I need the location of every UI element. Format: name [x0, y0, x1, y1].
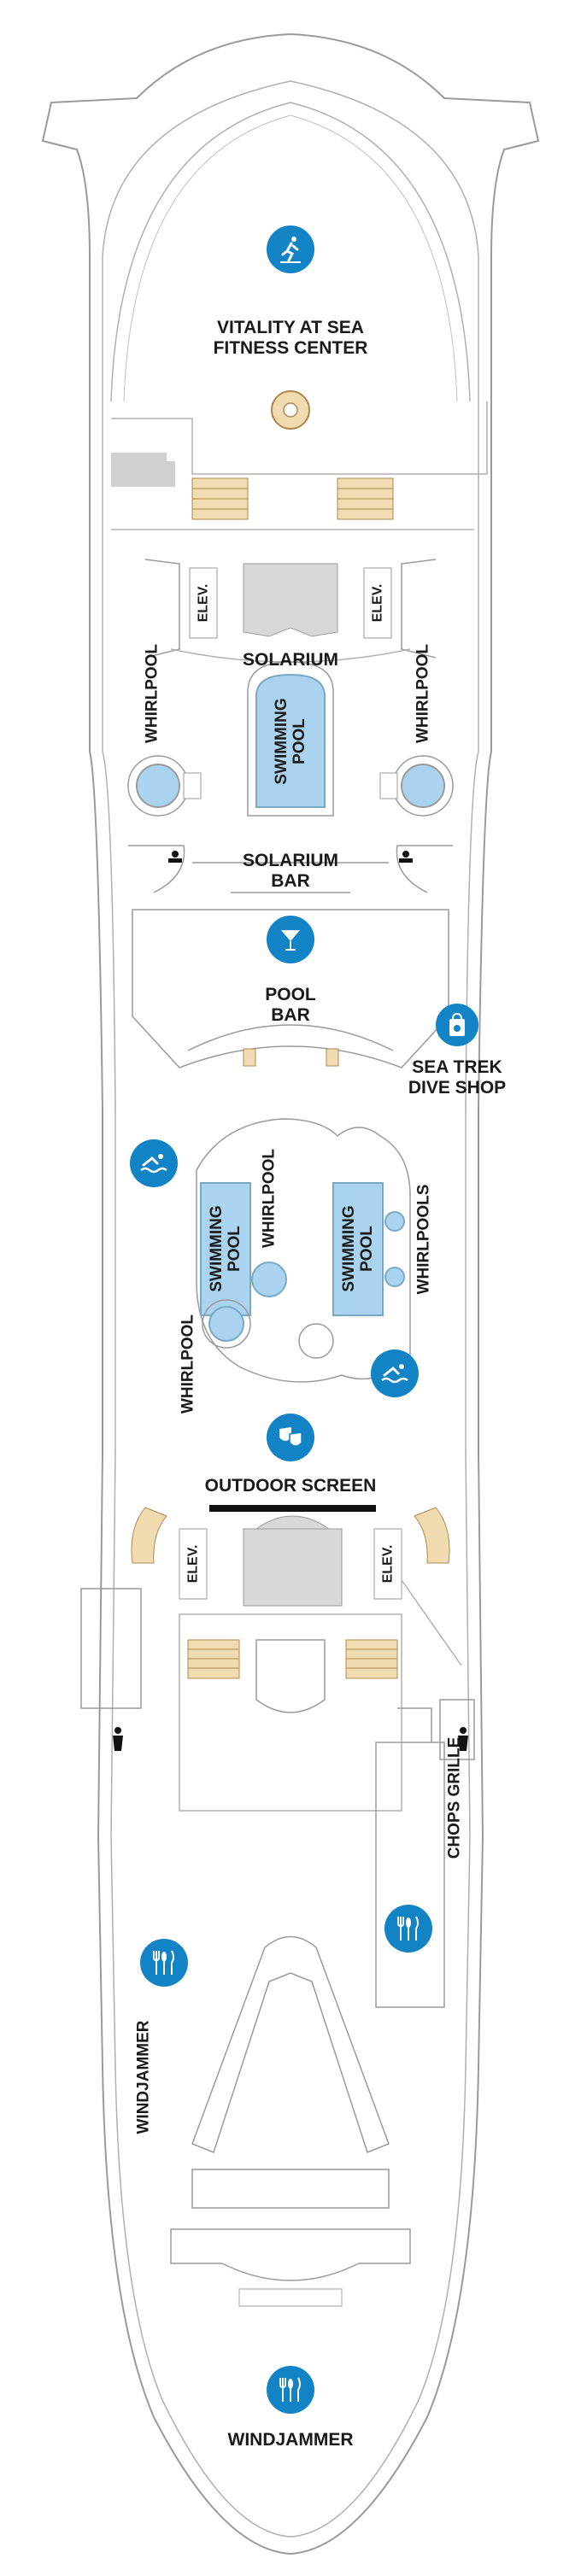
whirlpool-right-label: WHIRLPOOL [414, 643, 432, 744]
stairs-mid-left [187, 1639, 240, 1679]
elevator-box-2 [363, 567, 392, 639]
fitness-center-line1: VITALITY AT SEA [217, 318, 364, 337]
whirlpools-right-1 [384, 1211, 405, 1232]
elevator-core-forward [243, 1515, 343, 1607]
whirlpool-right [401, 764, 445, 808]
elev-label-3: ELEV. [185, 1544, 201, 1584]
solarium-pool-line1: SWIMMING [273, 698, 290, 785]
windjammer-bottom-label: WINDJAMMER [227, 2430, 354, 2450]
sea-trek-label: SEA TREK DIVE SHOP [380, 1057, 534, 1098]
restroom-symbol-solarium-right [399, 851, 413, 863]
deck-circle [298, 1323, 334, 1359]
restroom-symbol-solarium-left [168, 851, 182, 863]
whirlpool-steps-left [183, 772, 202, 799]
pool-bar-line1: POOL [265, 985, 316, 1004]
sea-trek-line2: DIVE SHOP [408, 1078, 507, 1098]
main-pool-right-line1: SWIMMING [340, 1205, 358, 1292]
dining-icon [140, 1939, 188, 1987]
windjammer-counter [170, 2228, 411, 2281]
solarium-pool-edge [247, 661, 334, 817]
main-pool-right-line2: POOL [358, 1226, 376, 1272]
fitness-floor [111, 401, 488, 475]
whirlpool-lower-left [208, 1306, 244, 1342]
spiral-staircase-core [283, 402, 298, 418]
elev-label-1: ELEV. [196, 583, 211, 623]
main-pool-left-line1: SWIMMING [208, 1205, 226, 1292]
whirlpool-center-label: WHIRLPOOL [260, 1148, 279, 1249]
pool-bar-stairs-left [243, 1048, 256, 1067]
cocktail-icon [267, 916, 314, 963]
solarium-bar-label: SOLARIUM BAR [205, 851, 376, 892]
fitness-center-line2: FITNESS CENTER [213, 338, 368, 358]
outdoor-screen-bar [209, 1505, 376, 1512]
restroom-symbol-forward-right [458, 1727, 468, 1751]
elevator-box-3 [179, 1528, 208, 1600]
windjammer-tables [191, 1935, 390, 2153]
main-pool-left-label: SWIMMING POOL [208, 1205, 244, 1291]
central-rotunda [255, 1639, 326, 1713]
windjammer-buffet [191, 2169, 390, 2209]
dive-shop-icon [436, 1004, 478, 1046]
pool-bar-counter [187, 1024, 394, 1051]
elevator-box-1 [189, 567, 218, 639]
whirlpool-left-label: WHIRLPOOL [143, 643, 161, 744]
aft-room-outline [179, 1613, 402, 1812]
main-pool-left-line2: POOL [226, 1226, 244, 1272]
outdoor-screen-label: OUTDOOR SCREEN [204, 1476, 377, 1496]
solarium-bar-line1: SOLARIUM [243, 851, 338, 870]
whirlpools-right-label: WHIRLPOOLS [414, 1184, 433, 1295]
restroom-symbol-forward-left [113, 1727, 123, 1751]
elev-label-4: ELEV. [380, 1544, 396, 1584]
windjammer-lower [238, 2288, 343, 2307]
fitness-dome-arc [110, 102, 471, 402]
fitness-center-label: VITALITY AT SEA FITNESS CENTER [162, 318, 419, 359]
whirlpool-center [251, 1262, 287, 1297]
elevator-core [243, 563, 338, 637]
pool-bar-stairs-right [326, 1048, 339, 1067]
stair-curve-right [414, 1507, 450, 1564]
stair-curve-left [131, 1507, 167, 1564]
stairs-mid-right [345, 1639, 398, 1679]
whirlpool-left [136, 764, 180, 808]
solarium-label: SOLARIUM [243, 650, 338, 670]
pool-bar-room [132, 909, 449, 1068]
elevator-box-4 [373, 1528, 402, 1600]
swimming-pool-right [332, 1182, 384, 1316]
main-pool-right-label: SWIMMING POOL [340, 1205, 376, 1291]
stairs-right [337, 477, 394, 520]
elev-label-2: ELEV. [370, 583, 385, 623]
main-pool-deck [196, 1118, 411, 1383]
whirlpool-steps-right [379, 772, 398, 799]
pool-bar-line2: BAR [271, 1005, 310, 1025]
dining-icon [267, 2366, 314, 2414]
sea-trek-line1: SEA TREK [412, 1057, 502, 1077]
solarium-pool [255, 673, 326, 808]
whirlpools-right-2 [384, 1267, 405, 1287]
swimming-pool-left [200, 1182, 251, 1316]
windjammer-side-label: WINDJAMMER [134, 2020, 153, 2134]
hull-inner-line [102, 80, 479, 2538]
solarium-bar-line2: BAR [271, 871, 310, 891]
side-room-right [439, 1699, 475, 1760]
equipment-block-2 [150, 461, 175, 487]
dining-icon [384, 1905, 432, 1952]
pool-bar-label: POOL BAR [205, 985, 376, 1026]
fitness-dome-arc-inner [123, 114, 458, 402]
chops-grille-room [375, 1707, 445, 2008]
solarium-pool-line2: POOL [290, 718, 308, 764]
side-room-left [80, 1588, 142, 1709]
solarium-bar-area [128, 845, 453, 893]
swimming-icon [130, 1139, 178, 1187]
diagonal-walkway [401, 1579, 462, 1666]
whirlpool-lower-left-label: WHIRLPOOL [179, 1314, 197, 1414]
stairs-left [191, 477, 249, 520]
whirlpool-lower-left-rim [202, 1299, 251, 1349]
theater-masks-icon [267, 1414, 314, 1461]
solarium-boundary [144, 559, 437, 659]
fitness-icon [267, 225, 314, 273]
chops-grille-label: CHOPS GRILLE [445, 1736, 464, 1859]
swimming-icon [371, 1349, 419, 1397]
solarium-pool-label: SWIMMING POOL [273, 698, 308, 784]
